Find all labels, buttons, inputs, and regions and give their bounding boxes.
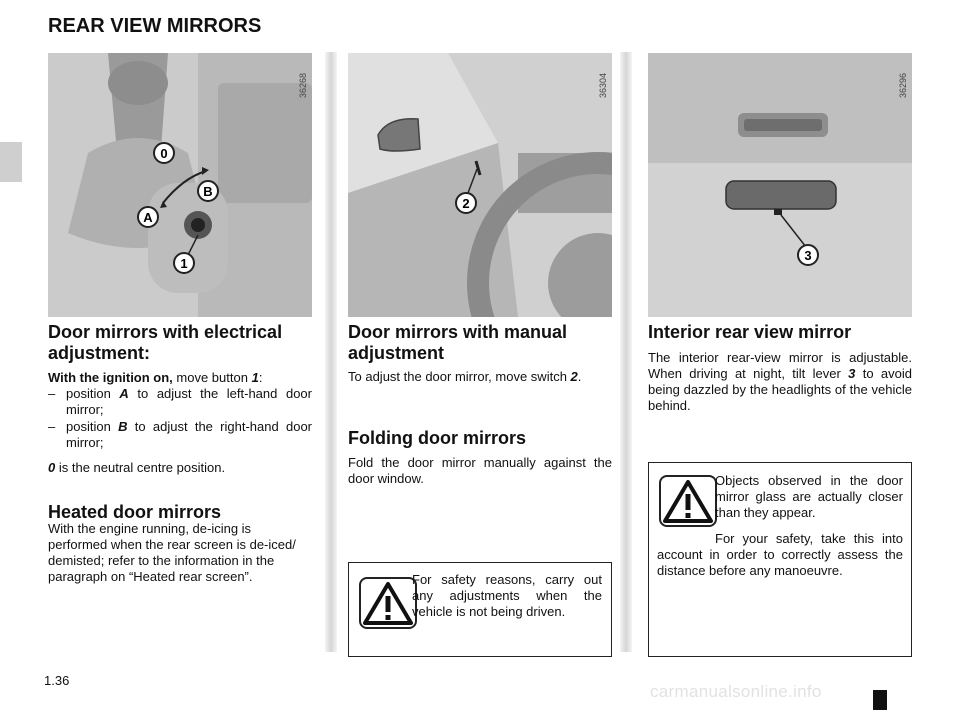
- callout-3: 3: [804, 248, 811, 263]
- distance-warning-box: Objects observed in the door mirror glas…: [648, 462, 912, 657]
- neutral-position-text: 0 is the neutral centre position.: [48, 460, 226, 475]
- column-divider-2: [620, 52, 632, 652]
- safety-warning-box: For safety reasons, carry out any adjust…: [348, 562, 612, 657]
- corner-mark: [873, 690, 887, 710]
- interior-mirror-text: The interior rear-view mirror is adjusta…: [648, 350, 912, 413]
- interior-mirror-illustration: 3: [648, 53, 912, 317]
- callout-0: 0: [160, 146, 167, 161]
- electric-mirrors-intro: With the ignition on, move button 1:: [48, 370, 312, 386]
- callout-b: B: [203, 184, 212, 199]
- interior-mirror-image: 3 36296: [648, 53, 912, 317]
- page-title: REAR VIEW MIRRORS: [48, 15, 262, 37]
- folding-mirrors-heading: Folding door mirrors: [348, 428, 526, 448]
- manual-mirror-illustration: 2: [348, 53, 612, 317]
- warning-icon: [359, 577, 417, 629]
- image-code: 36304: [598, 73, 608, 99]
- lever-ref: 3: [848, 366, 856, 381]
- callout-2: 2: [462, 196, 469, 211]
- intro-end: :: [258, 370, 263, 385]
- distance-warning-text-2: For your safety, take this into account …: [657, 531, 903, 578]
- list-item: position B to adjust the right-hand door…: [48, 419, 312, 451]
- manual-mirrors-text: To adjust the door mirror, move switch 2…: [348, 369, 582, 384]
- manual-mirrors-heading: Door mirrors with manual adjustment: [348, 322, 568, 363]
- intro-ref: 1: [251, 370, 259, 385]
- watermark: carmanualsonline.info: [650, 682, 822, 701]
- electric-mirrors-list: position A to adjust the left-hand door …: [48, 386, 312, 452]
- intro-bold: With the ignition on,: [48, 370, 173, 385]
- image-code: 36268: [298, 73, 308, 99]
- callout-a: A: [143, 210, 153, 225]
- callout-1: 1: [180, 256, 187, 271]
- safety-warning-text: For safety reasons, carry out any adjust…: [412, 572, 602, 619]
- manual-mirror-image: 2 36304: [348, 53, 612, 317]
- heated-mirrors-text: With the engine running, de-icing is per…: [48, 521, 296, 584]
- neutral-ref: 0: [48, 460, 56, 475]
- intro-rest: move button: [172, 370, 252, 385]
- electric-mirror-switch-illustration: 0 B A 1: [48, 53, 312, 317]
- distance-warning-text-1: Objects observed in the door mirror glas…: [715, 473, 903, 520]
- page-number: 1.36: [44, 673, 70, 688]
- warning-icon: [659, 475, 717, 527]
- heated-mirrors-heading: Heated door mirrors: [48, 502, 222, 522]
- electric-mirror-switch-image: 0 B A 1 36268: [48, 53, 312, 317]
- folding-mirrors-text: Fold the door mirror manually against th…: [348, 455, 612, 486]
- interior-mirror-heading: Interior rear view mirror: [648, 322, 852, 342]
- electric-mirrors-heading: Door mirrors with electrical adjustment:: [48, 322, 283, 363]
- column-divider-1: [325, 52, 337, 652]
- section-tab: [0, 142, 22, 182]
- switch-ref: 2: [570, 369, 578, 384]
- list-item: position A to adjust the left-hand door …: [48, 386, 312, 418]
- image-code: 36296: [898, 73, 908, 99]
